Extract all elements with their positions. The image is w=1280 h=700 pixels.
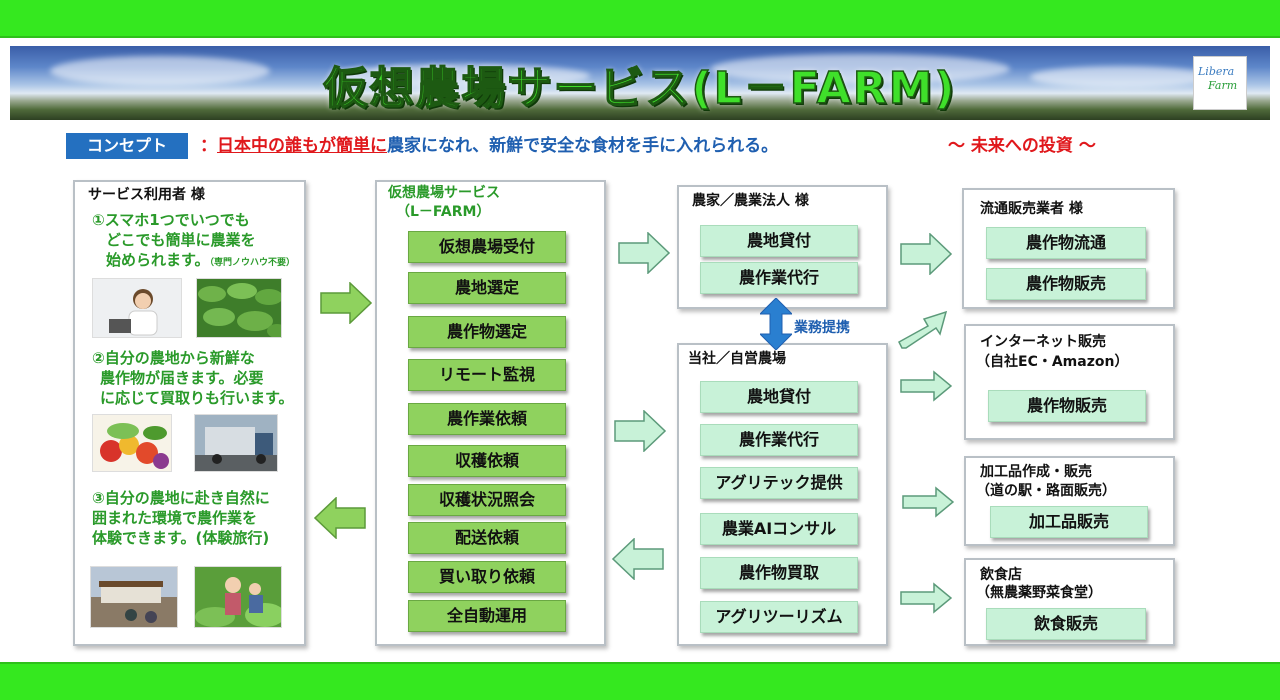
processed-title-line1: 加工品作成・販売 xyxy=(980,464,1092,480)
user-item-2: ②自分の農地から新鮮な 農作物が届きます。必要 に応じて買取りも行います。 xyxy=(92,348,294,408)
service-item-delivery-request[interactable]: 配送依頼 xyxy=(408,522,566,554)
internet-title-line1: インターネット販売 xyxy=(980,334,1106,350)
concept-badge: コンセプト xyxy=(66,133,188,159)
user-item-3-line2: 囲まれた環境で農作業を xyxy=(92,509,258,527)
own-farm-item-farm-work[interactable]: 農作業代行 xyxy=(700,424,858,456)
own-farm-to-restaurant-arrow xyxy=(900,582,952,614)
logo-line1: Libera xyxy=(1198,65,1235,78)
farm-experience-photo xyxy=(194,566,282,628)
own-farm-to-processed-arrow xyxy=(902,486,954,518)
farm-station-photo xyxy=(90,566,178,628)
service-to-users-arrow xyxy=(314,497,366,539)
service-item-land-selection[interactable]: 農地選定 xyxy=(408,272,566,304)
top-bar xyxy=(0,0,1280,38)
own-farm-item-agritech[interactable]: アグリテック提供 xyxy=(700,467,858,499)
company-logo: Libera Farm xyxy=(1193,56,1247,110)
users-title: サービス利用者 様 xyxy=(88,187,205,203)
farmers-item-farm-work[interactable]: 農作業代行 xyxy=(700,262,858,294)
concept-rest: 農家になれ、新鮮で安全な食材を手に入れられる。 xyxy=(387,136,779,156)
bottom-bar xyxy=(0,662,1280,700)
user-item-2-line1: ②自分の農地から新鮮な xyxy=(92,349,255,367)
user-item-3-line3: 体験できます。(体験旅行) xyxy=(92,529,270,547)
delivery-truck-photo xyxy=(194,414,278,472)
vegetables-photo xyxy=(92,414,172,472)
title-banner: 仮想農場サービス(L－FARM) xyxy=(10,46,1270,120)
concept-highlight: 日本中の誰もが簡単に xyxy=(217,136,387,156)
service-item-remote-monitoring[interactable]: リモート監視 xyxy=(408,359,566,391)
service-to-own-farm-arrow xyxy=(614,410,666,452)
internet-title-line2: （自社EC・Amazon） xyxy=(976,354,1129,370)
processed-title-line2: （道の駅・路面販売） xyxy=(976,483,1116,499)
users-to-service-arrow xyxy=(320,282,372,324)
own-farm-item-ai-consulting[interactable]: 農業AIコンサル xyxy=(700,513,858,545)
distributors-item-distribution[interactable]: 農作物流通 xyxy=(986,227,1146,259)
own-farm-item-land-lease[interactable]: 農地貸付 xyxy=(700,381,858,413)
processed-item-sales[interactable]: 加工品販売 xyxy=(990,506,1148,538)
user-item-1: ①スマホ1つでいつでも どこでも簡単に農業を 始められます。（専門ノウハウ不要） xyxy=(92,210,295,273)
service-item-crop-selection[interactable]: 農作物選定 xyxy=(408,316,566,348)
distributors-title: 流通販売業者 様 xyxy=(980,201,1083,217)
farmers-title: 農家／農業法人 様 xyxy=(692,193,809,209)
service-item-buyback-request[interactable]: 買い取り依頼 xyxy=(408,561,566,593)
crop-field-photo xyxy=(196,278,282,338)
service-title-line1: 仮想農場サービス xyxy=(388,185,500,201)
service-title-line2: （L－FARM） xyxy=(396,204,491,220)
concept-text: ：日本中の誰もが簡単に農家になれ、新鮮で安全な食材を手に入れられる。 xyxy=(200,134,778,158)
farmers-to-distributors-arrow xyxy=(900,233,952,275)
concept-future: ～ 未来への投資 ～ xyxy=(948,136,1096,156)
service-item-full-auto-operation[interactable]: 全自動運用 xyxy=(408,600,566,632)
user-item-1-note: （専門ノウハウ不要） xyxy=(209,258,296,268)
service-item-harvest-status-inquiry[interactable]: 収穫状況照会 xyxy=(408,484,566,516)
service-item-virtual-farm-reception[interactable]: 仮想農場受付 xyxy=(408,231,566,263)
user-item-1-line1: ①スマホ1つでいつでも xyxy=(92,211,250,229)
service-item-harvest-request[interactable]: 収穫依頼 xyxy=(408,445,566,477)
user-item-1-line2: どこでも簡単に農業を xyxy=(106,231,256,249)
farmers-item-land-lease[interactable]: 農地貸付 xyxy=(700,225,858,257)
partnership-arrow xyxy=(760,298,792,350)
partnership-label: 業務提携 xyxy=(794,320,850,336)
internet-item-sales[interactable]: 農作物販売 xyxy=(988,390,1146,422)
user-item-2-line3: に応じて買取りも行います。 xyxy=(100,389,294,407)
distributors-item-sales[interactable]: 農作物販売 xyxy=(986,268,1146,300)
own-farm-to-internet-arrow xyxy=(900,370,952,402)
own-farm-to-distributors-arrow xyxy=(898,310,948,349)
own-farm-item-crop-buyback[interactable]: 農作物買取 xyxy=(700,557,858,589)
service-item-farm-work-request[interactable]: 農作業依頼 xyxy=(408,403,566,435)
own-farm-to-service-arrow xyxy=(612,538,664,580)
restaurant-title-line2: （無農薬野菜食堂） xyxy=(976,585,1102,601)
own-farm-title: 当社／自営農場 xyxy=(688,351,786,367)
page-title: 仮想農場サービス(L－FARM) xyxy=(323,62,957,115)
user-item-1-line3: 始められます。 xyxy=(106,251,210,269)
concept-prefix: ： xyxy=(200,136,217,156)
user-item-3: ③自分の農地に赴き自然に 囲まれた環境で農作業を 体験できます。(体験旅行) xyxy=(92,488,270,548)
own-farm-item-agritourism[interactable]: アグリツーリズム xyxy=(700,601,858,633)
user-item-3-line1: ③自分の農地に赴き自然に xyxy=(92,489,270,507)
service-to-farmers-arrow xyxy=(618,232,670,274)
restaurant-item-sales[interactable]: 飲食販売 xyxy=(986,608,1146,640)
user-item-2-line2: 農作物が届きます。必要 xyxy=(100,369,264,387)
smartphone-user-photo xyxy=(92,278,182,338)
logo-line2: Farm xyxy=(1208,79,1238,92)
restaurant-title-line1: 飲食店 xyxy=(980,567,1022,583)
